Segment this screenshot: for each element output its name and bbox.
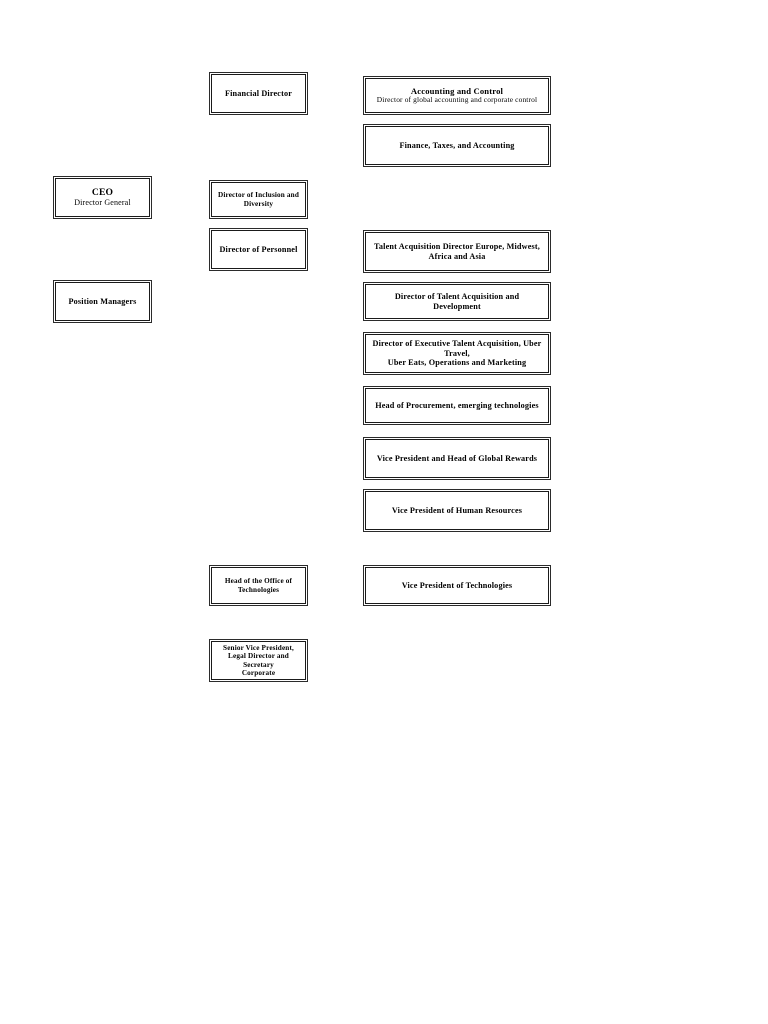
org-box-vice-president-and-head-of-global-rewards: Vice President and Head of Global Reward… (363, 437, 551, 480)
org-box-subtitle: Director General (74, 198, 131, 208)
org-box-text: Director of Executive Talent Acquisition… (372, 338, 542, 368)
org-box-head-of-the-office-of-technologies: Head of the Office of Technologies (209, 565, 308, 606)
org-box-text: Head of the Office of Technologies (224, 577, 293, 594)
org-box-text: Director of Personnel (219, 244, 298, 254)
org-box-director-of-inclusion-and-diversity: Director of Inclusion and Diversity (209, 180, 308, 219)
org-box-text: Director of Inclusion and Diversity (217, 191, 299, 208)
org-box-title: CEO (91, 186, 114, 198)
org-box-text: Head of Procurement, emerging technologi… (375, 400, 539, 410)
org-box-text: Position Managers (68, 296, 137, 306)
org-box-text: Vice President of Human Resources (391, 505, 523, 515)
org-box-text: Finance, Taxes, and Accounting (399, 140, 515, 150)
org-box-text: Talent Acquisition Director Europe, Midw… (374, 241, 540, 261)
org-box-director-of-executive-talent-acquisition: Director of Executive Talent Acquisition… (363, 332, 551, 375)
org-box-talent-acquisition-director-regions: Talent Acquisition Director Europe, Midw… (363, 230, 551, 273)
org-box-text: Director of Talent Acquisition and Devel… (394, 291, 520, 311)
org-box-vice-president-of-human-resources: Vice President of Human Resources (363, 489, 551, 532)
org-box-position-managers: Position Managers (53, 280, 152, 323)
org-box-text: Senior Vice President, Legal Director an… (223, 643, 294, 677)
org-box-title: Accounting and Control (410, 85, 504, 96)
org-box-text: Vice President and Head of Global Reward… (376, 453, 538, 463)
org-box-director-of-personnel: Director of Personnel (209, 228, 308, 271)
org-box-head-of-procurement-emerging-technologies: Head of Procurement, emerging technologi… (363, 386, 551, 425)
org-box-text: Financial Director (224, 88, 293, 98)
org-box-senior-vice-president-legal-director-and-secretary-corporate: Senior Vice President, Legal Director an… (209, 639, 308, 682)
org-box-vice-president-of-technologies: Vice President of Technologies (363, 565, 551, 606)
org-box-finance-taxes-and-accounting: Finance, Taxes, and Accounting (363, 124, 551, 167)
org-box-text: Vice President of Technologies (401, 580, 513, 590)
org-box-director-of-talent-acquisition-and-development: Director of Talent Acquisition and Devel… (363, 282, 551, 321)
org-box-subtitle: Director of global accounting and corpor… (376, 95, 538, 105)
org-box-financial-director: Financial Director (209, 72, 308, 115)
